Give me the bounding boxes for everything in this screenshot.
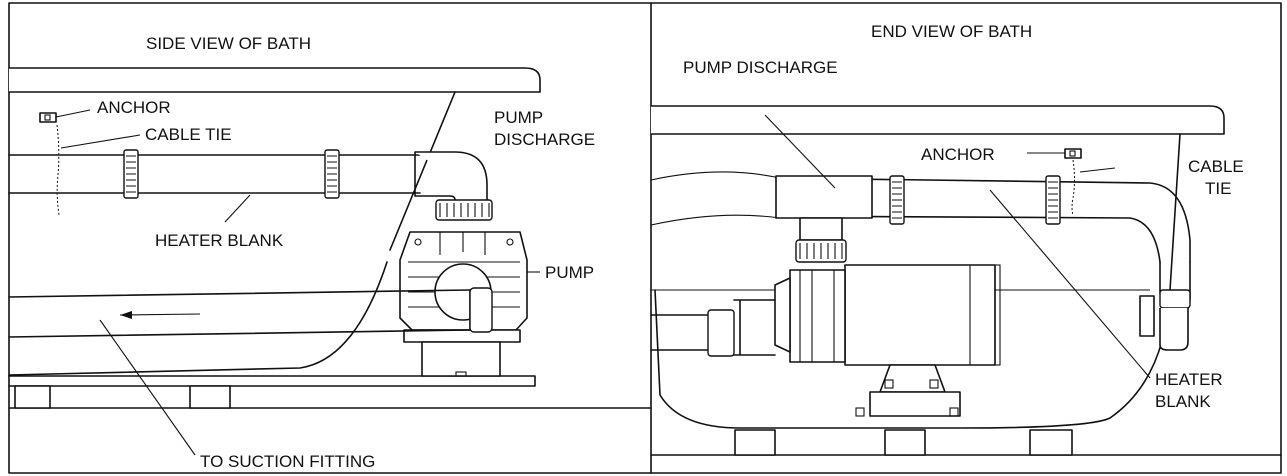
side-coupling-left [123, 149, 139, 199]
end-view-panel [650, 105, 1282, 456]
side-flow-arrow-line [119, 313, 201, 316]
end-suction-pipe [650, 299, 776, 357]
side-pump-label: PUMP [545, 263, 594, 282]
side-tub-rim [9, 67, 541, 93]
end-support-block-1 [734, 429, 776, 456]
outer-frame [8, 2, 1282, 474]
side-support-block-left [14, 385, 51, 409]
side-floor-platform [8, 375, 536, 387]
end-heater-blank-label-2: BLANK [1155, 392, 1211, 411]
side-discharge-elbow [415, 151, 488, 201]
side-heater-blank-pipe [8, 149, 488, 201]
side-tub-bottom [8, 261, 388, 376]
end-pump [774, 239, 1001, 417]
side-suction-label: TO SUCTION FITTING [200, 452, 375, 471]
side-heater-blank-label: HEATER BLANK [155, 231, 284, 250]
end-right-union [1159, 289, 1191, 309]
end-suction-union [707, 309, 735, 357]
end-pump-discharge-tee [775, 175, 873, 219]
side-support-block-right [189, 385, 231, 409]
end-pump-housing [789, 269, 846, 363]
side-pump [399, 199, 528, 377]
side-cable-tie-label: CABLE TIE [145, 125, 232, 144]
end-heater-blank-pipe [775, 175, 1191, 351]
side-pump-union [435, 199, 493, 221]
side-pump-discharge-label-2: DISCHARGE [494, 130, 595, 149]
side-tub-wall [389, 91, 456, 251]
side-view-panel [8, 67, 652, 456]
end-cable-tie-label-2: TIE [1205, 179, 1231, 198]
side-heater-leader [224, 194, 251, 223]
side-pump-discharge-label-1: PUMP [494, 108, 543, 127]
end-heater-blank-label-1: HEATER [1155, 370, 1223, 389]
end-discharge-leader [764, 114, 836, 189]
end-support-block-2 [884, 429, 926, 456]
end-pump-base [869, 391, 961, 417]
side-pump-base [421, 341, 501, 377]
end-tub-rim [651, 105, 1225, 135]
end-heater-leader [989, 189, 1151, 379]
side-suction-pipe [8, 287, 493, 338]
end-cable-tie-wire [1071, 159, 1075, 216]
panel-frames [8, 2, 1282, 474]
end-support-block-3 [1029, 429, 1073, 456]
end-pump-motor [844, 264, 996, 366]
end-view-title: END VIEW OF BATH [871, 22, 1032, 41]
end-cable-tie-label-1: CABLE [1188, 157, 1244, 176]
end-background-hose [650, 171, 781, 226]
side-flow-arrow-head [120, 311, 132, 319]
side-anchor [39, 109, 141, 216]
end-tub-shell [654, 133, 1181, 429]
side-coupling-right [324, 149, 340, 199]
side-suction-union [469, 287, 493, 333]
end-anchor [1027, 148, 1116, 216]
side-cable-tie-wire [56, 124, 60, 216]
end-anchor-label: ANCHOR [921, 145, 995, 164]
end-pump-discharge-label: PUMP DISCHARGE [683, 58, 838, 77]
side-suction-leader [99, 319, 196, 456]
side-view-title: SIDE VIEW OF BATH [146, 34, 311, 53]
side-anchor-label: ANCHOR [97, 98, 171, 117]
